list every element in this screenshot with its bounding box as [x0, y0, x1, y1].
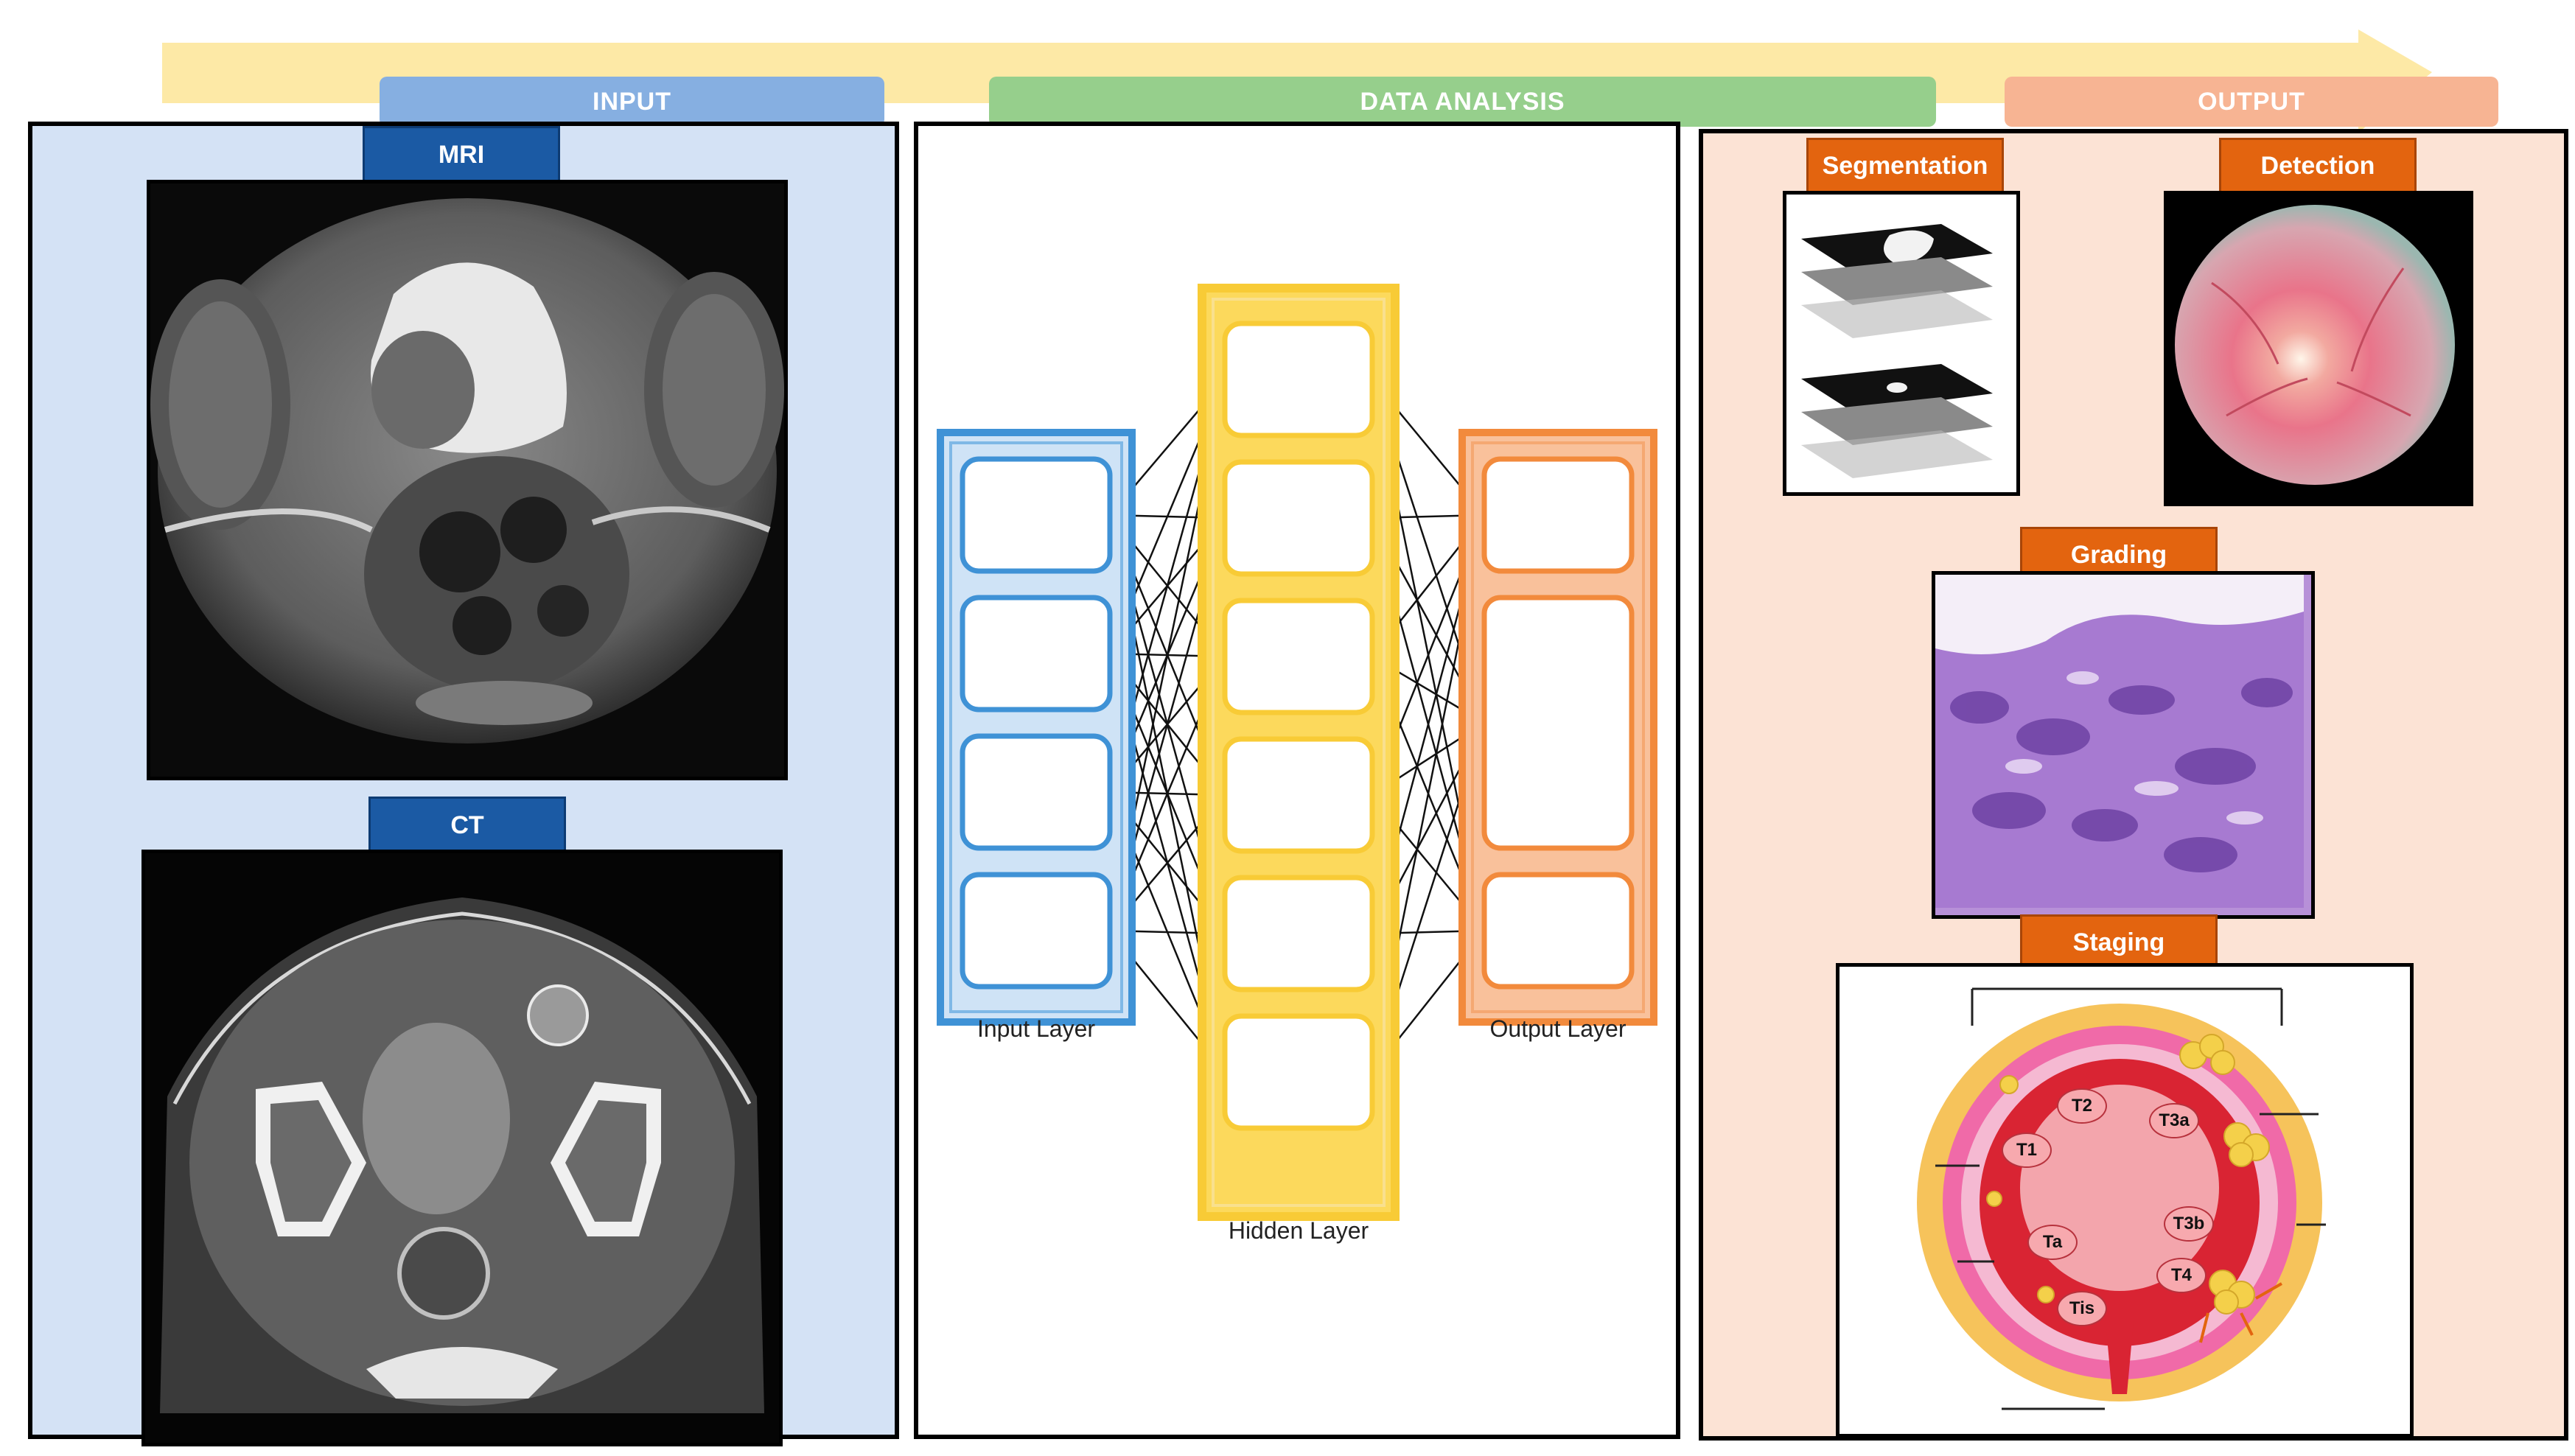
output-panel: Segmentation Detection — [1699, 129, 2568, 1441]
grading-histology-image — [1932, 571, 2315, 919]
mri-label-tab: MRI — [363, 126, 560, 183]
ct-label-tab: CT — [368, 797, 566, 854]
stage-marker-ta: Ta — [2027, 1225, 2078, 1260]
stage-marker-t4: T4 — [2156, 1258, 2207, 1293]
input-panel: MRI — [28, 122, 899, 1446]
segmentation-image — [1783, 191, 2020, 496]
banner-input-pill: INPUT — [380, 77, 884, 127]
stage-marker-tis: Tis — [2057, 1291, 2107, 1326]
hidden-node — [1222, 1013, 1375, 1131]
input-nodes — [960, 456, 1113, 990]
hidden-layer-label: Hidden Layer — [1228, 1217, 1369, 1244]
hidden-node — [1222, 875, 1375, 993]
stage-marker-t3b: T3b — [2164, 1206, 2214, 1242]
staging-label-tab: Staging — [2020, 914, 2218, 970]
output-layer-label: Output Layer — [1489, 1015, 1627, 1042]
mri-scan-image — [147, 180, 788, 780]
input-node — [960, 456, 1113, 574]
ct-scan-image — [141, 850, 783, 1446]
input-node — [960, 872, 1113, 990]
data-analysis-panel: Input Layer Hidden Layer Output Layer — [914, 122, 1680, 1439]
segmentation-label-tab: Segmentation — [1806, 138, 2004, 194]
output-node — [1481, 456, 1635, 574]
input-node — [960, 595, 1113, 713]
stage-marker-t3a: T3a — [2149, 1103, 2199, 1138]
output-node — [1481, 595, 1635, 851]
detection-endoscopy-image — [2164, 191, 2473, 506]
banner-output-pill: OUTPUT — [2005, 77, 2498, 127]
hidden-node — [1222, 598, 1375, 715]
hidden-node — [1222, 321, 1375, 438]
input-node — [960, 733, 1113, 851]
hidden-node — [1222, 736, 1375, 854]
input-layer-label: Input Layer — [976, 1015, 1096, 1042]
hidden-node — [1222, 459, 1375, 577]
stage-marker-t2: T2 — [2057, 1088, 2107, 1124]
stage-marker-t1: T1 — [2002, 1133, 2052, 1168]
detection-label-tab: Detection — [2219, 138, 2417, 194]
hidden-nodes — [1222, 321, 1375, 1131]
output-node — [1481, 872, 1635, 990]
workflow-banner: INPUT DATA ANALYSIS OUTPUT — [162, 29, 2498, 140]
banner-data-analysis-pill: DATA ANALYSIS — [989, 77, 1936, 127]
neural-network-diagram — [937, 284, 1657, 1221]
output-nodes — [1481, 456, 1635, 990]
